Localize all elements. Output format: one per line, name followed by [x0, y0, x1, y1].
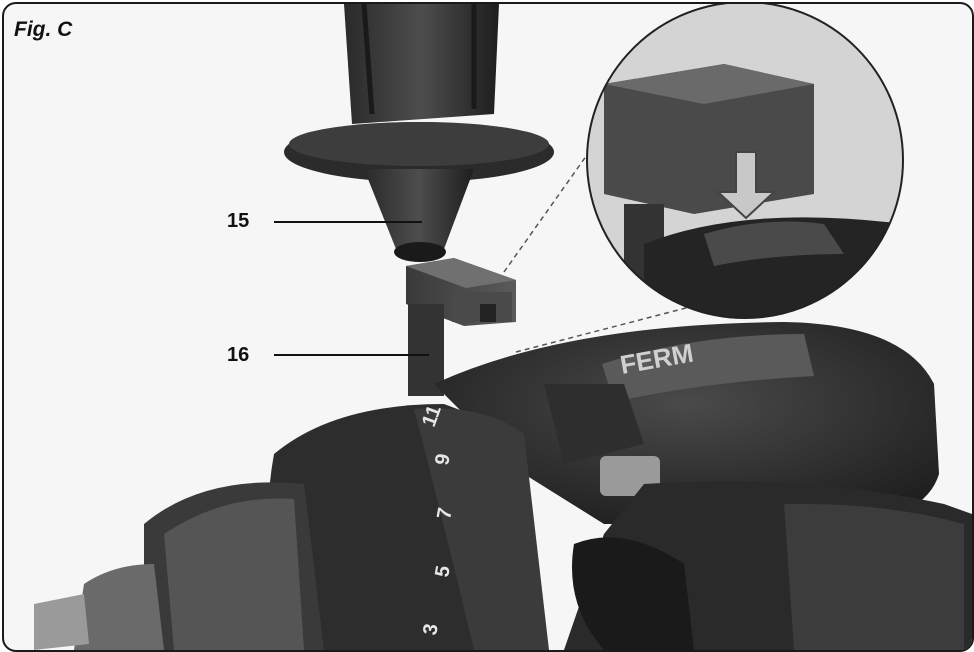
dial-number: 9 [431, 452, 455, 467]
callout-15: 15 [227, 210, 250, 232]
depth-clamp [406, 258, 516, 396]
chuck [34, 482, 324, 650]
callout-15-leader [274, 221, 422, 223]
callout-16: 16 [227, 344, 250, 366]
drill-illustration: FERM 3 5 7 9 11 [34, 4, 972, 650]
detail-magnifier [586, 4, 904, 319]
dial-number: 3 [419, 622, 443, 637]
dial-number: 5 [431, 564, 455, 579]
drill-body [434, 322, 972, 650]
side-handle [284, 4, 554, 262]
clutch-ring [268, 404, 549, 650]
dial-number: 7 [433, 506, 457, 521]
down-arrow-icon [715, 151, 777, 220]
callout-16-leader [274, 354, 429, 356]
figure-label: Fig. C [14, 18, 73, 41]
